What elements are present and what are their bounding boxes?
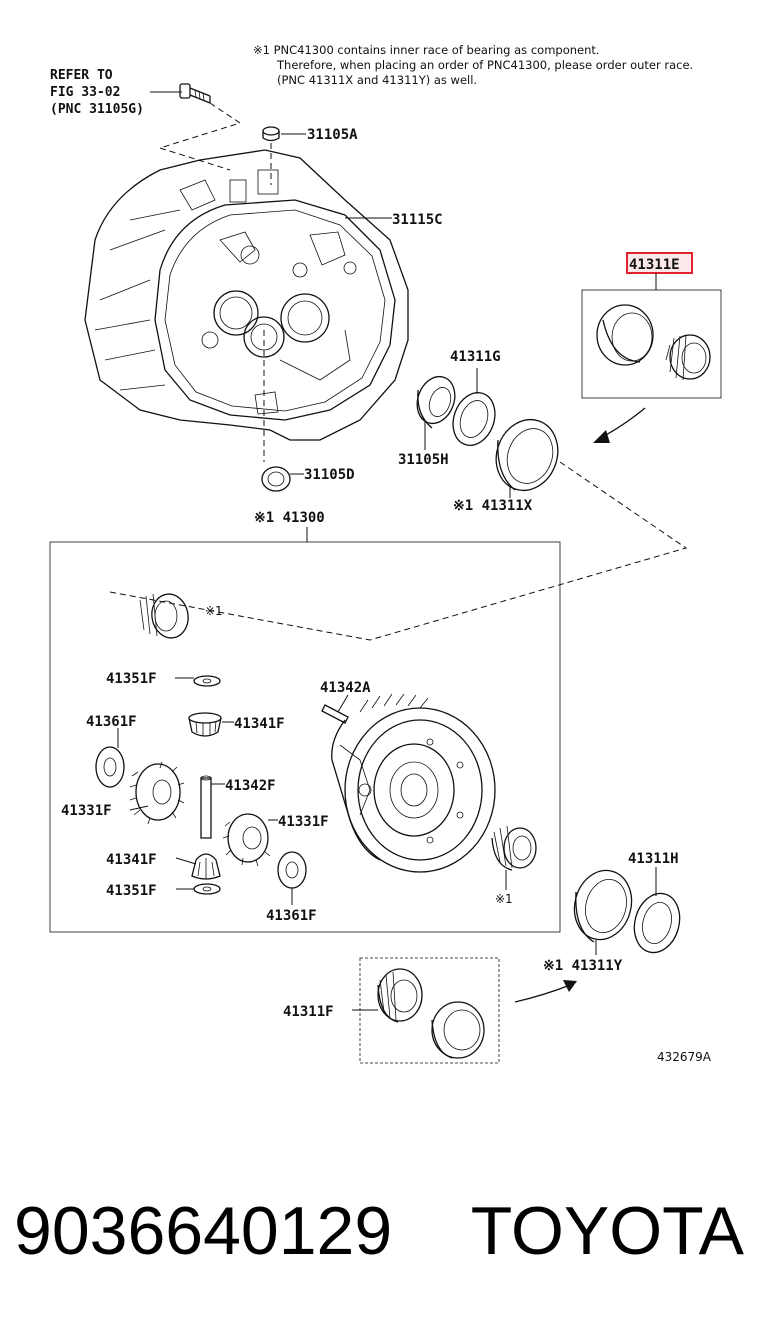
illustration-code: 432679A xyxy=(657,1050,712,1064)
race-41311x[interactable] xyxy=(486,411,567,499)
label-41311e[interactable]: 41311E xyxy=(629,257,680,273)
race-41311y[interactable] xyxy=(567,864,639,946)
seal-31105d[interactable] xyxy=(261,466,291,492)
box-41311e xyxy=(581,289,722,399)
note-line-3: (PNC 41311X and 41311Y) as well. xyxy=(277,73,477,87)
label-31105h[interactable]: 31105H xyxy=(398,452,449,468)
label-41361f-bottom[interactable]: 41361F xyxy=(266,908,317,924)
transaxle-case[interactable] xyxy=(84,149,409,441)
washer-41351f-bottom[interactable] xyxy=(193,883,221,895)
plug-31105a[interactable] xyxy=(262,126,280,142)
pinion-41341f-top[interactable] xyxy=(188,712,222,737)
highlight-41311e xyxy=(626,252,693,274)
washer-41361f-left[interactable] xyxy=(95,746,125,788)
label-41311y[interactable]: ※1 41311Y xyxy=(543,958,623,974)
washer-41351f-top[interactable] xyxy=(193,675,221,687)
bearing-41311e[interactable] xyxy=(596,304,711,381)
label-41331f-left[interactable]: 41331F xyxy=(61,803,112,819)
label-41351f-top[interactable]: 41351F xyxy=(106,671,157,687)
note-line-2: Therefore, when placing an order of PNC4… xyxy=(276,58,693,72)
differential-assembly[interactable] xyxy=(331,693,496,873)
label-41341f-top[interactable]: 41341F xyxy=(234,716,285,732)
washer-41361f-bottom[interactable] xyxy=(277,851,307,889)
refer-line-1: REFER TO xyxy=(50,68,113,83)
pinion-41341f-bottom[interactable] xyxy=(191,853,221,880)
bolt-part[interactable] xyxy=(179,83,211,104)
shim-41311h[interactable] xyxy=(628,888,686,957)
part-number: 9036640129 xyxy=(14,1193,393,1269)
refer-line-3: (PNC 31105G) xyxy=(50,102,144,117)
mark-1a: ※1 xyxy=(205,604,223,618)
mark-1b: ※1 xyxy=(495,892,513,906)
label-41341f-bottom[interactable]: 41341F xyxy=(106,852,157,868)
label-31105a[interactable]: 31105A xyxy=(307,127,358,143)
label-31105d[interactable]: 31105D xyxy=(304,467,355,483)
shaft-41342f[interactable] xyxy=(200,775,212,839)
note-line-1: ※1 PNC41300 contains inner race of beari… xyxy=(253,43,600,57)
brand-name: TOYOTA xyxy=(470,1193,744,1269)
label-41331f-right[interactable]: 41331F xyxy=(278,814,329,830)
label-41342a[interactable]: 41342A xyxy=(320,680,371,696)
bearing-31105h[interactable] xyxy=(411,371,461,429)
label-41351f-bottom[interactable]: 41351F xyxy=(106,883,157,899)
refer-line-2: FIG 33-02 xyxy=(50,85,120,100)
bearing-41311f[interactable] xyxy=(377,968,485,1059)
box-41300 xyxy=(49,541,561,933)
side-gear-41331f-left[interactable] xyxy=(129,761,185,825)
label-31115c[interactable]: 31115C xyxy=(392,212,443,228)
label-41311h[interactable]: 41311H xyxy=(628,851,679,867)
label-41361f-left[interactable]: 41361F xyxy=(86,714,137,730)
side-gear-41331f-right[interactable] xyxy=(222,813,271,867)
label-41311f[interactable]: 41311F xyxy=(283,1004,334,1020)
bearing-inner-left[interactable] xyxy=(139,591,192,641)
shim-41311g[interactable] xyxy=(446,387,502,451)
label-41300[interactable]: ※1 41300 xyxy=(254,510,325,526)
label-41311g[interactable]: 41311G xyxy=(450,349,501,365)
bearing-inner-right[interactable] xyxy=(491,825,537,871)
label-41311x[interactable]: ※1 41311X xyxy=(453,498,533,514)
label-41342f[interactable]: 41342F xyxy=(225,778,276,794)
pin-41342a[interactable] xyxy=(321,704,349,724)
